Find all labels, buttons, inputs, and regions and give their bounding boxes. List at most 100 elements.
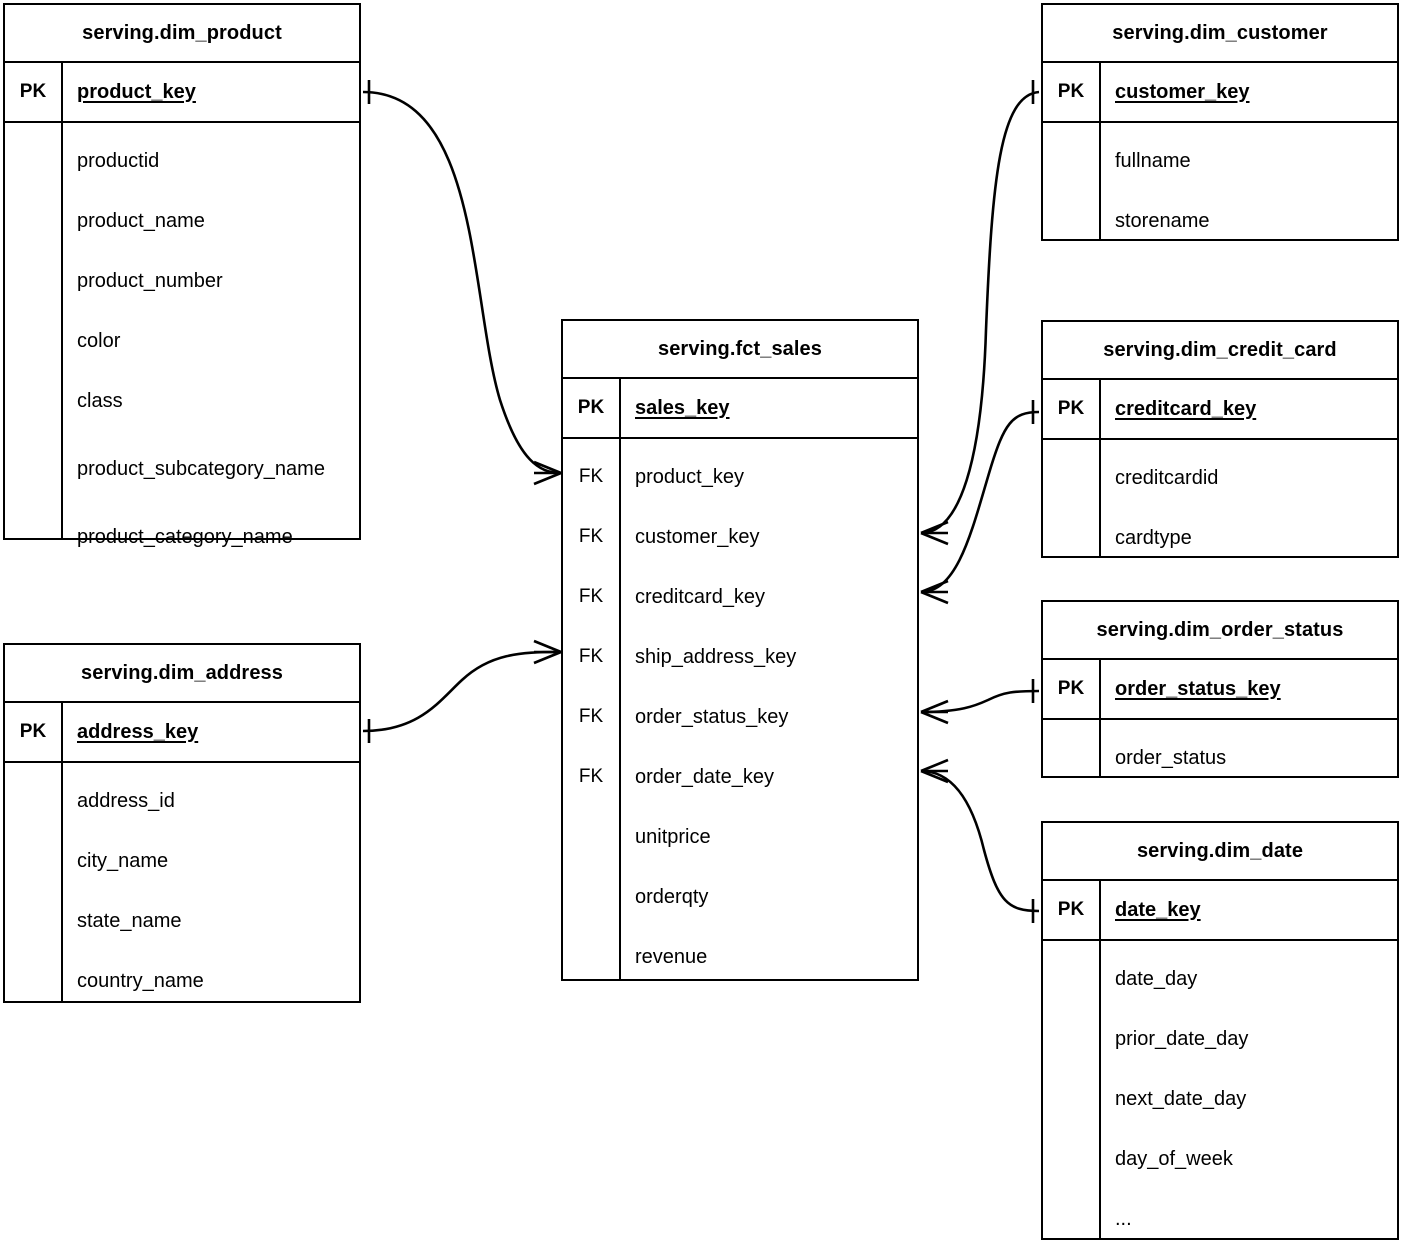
field-flag: [563, 807, 619, 867]
primary-key-row: PK order_status_key: [1043, 660, 1397, 720]
primary-key-row: PK sales_key: [563, 379, 917, 439]
field-name: prior_date_day: [1115, 1027, 1249, 1050]
entity-title: serving.dim_credit_card: [1043, 322, 1397, 380]
field-flag-column: [1043, 941, 1101, 1238]
field-name: fullname: [1115, 149, 1191, 172]
entity-dim-credit-card[interactable]: serving.dim_credit_card PK creditcard_ke…: [1041, 320, 1399, 558]
field-flag: [563, 867, 619, 927]
relationship-sales-to-date: [920, 769, 1040, 913]
relationship-product-to-sales: [362, 90, 560, 475]
cardinality-many-crowsfoot: [920, 758, 949, 784]
field-name: product_key: [635, 465, 744, 488]
field-name: ship_address_key: [635, 645, 797, 668]
field-name-column: address_id city_name state_name country_…: [63, 763, 359, 1001]
cardinality-many-crowsfoot: [533, 460, 562, 486]
primary-key-row: PK address_key: [5, 703, 359, 763]
field-flag: [5, 771, 61, 831]
field-name-column: date_day prior_date_day next_date_day da…: [1101, 941, 1397, 1238]
entity-fields: creditcardid cardtype: [1043, 440, 1397, 556]
field-name: product_category_name: [77, 525, 293, 548]
field-name-column: productid product_name product_number co…: [63, 123, 359, 548]
field-flag-column: [1043, 440, 1101, 556]
field-flag: [5, 951, 61, 1011]
field-flag: [5, 191, 61, 251]
entity-fct-sales[interactable]: serving.fct_sales PK sales_key FK FK FK …: [561, 319, 919, 981]
primary-key-row: PK product_key: [5, 63, 359, 123]
field-name: unitprice: [635, 825, 711, 848]
field-flag: [1043, 728, 1099, 788]
field-name: class: [77, 389, 123, 412]
field-name: customer_key: [635, 525, 760, 548]
field-flag-column: [1043, 720, 1101, 776]
field-flag: [5, 371, 61, 431]
field-name: order_date_key: [635, 765, 774, 788]
relationship-address-to-sales: [362, 650, 560, 733]
field-flag-column: FK FK FK FK FK FK: [563, 439, 621, 979]
field-flag: FK: [578, 766, 604, 787]
field-flag: FK: [578, 586, 604, 607]
field-name: product_subcategory_name: [77, 457, 325, 480]
field-name: order_status: [1115, 746, 1227, 769]
pk-field-name: creditcard_key: [1115, 397, 1257, 420]
entity-dim-date[interactable]: serving.dim_date PK date_key date_day pr…: [1041, 821, 1399, 1240]
primary-key-row: PK creditcard_key: [1043, 380, 1397, 440]
entity-title: serving.dim_address: [5, 645, 359, 703]
field-flag: [1043, 949, 1099, 1009]
field-flag: [5, 131, 61, 191]
field-name: product_name: [77, 209, 205, 232]
entity-title: serving.dim_date: [1043, 823, 1397, 881]
pk-field-name: sales_key: [635, 396, 730, 419]
field-flag-column: [5, 763, 63, 1001]
field-flag: [1043, 131, 1099, 191]
pk-flag: PK: [563, 379, 621, 437]
field-name: state_name: [77, 909, 182, 932]
entity-title: serving.dim_order_status: [1043, 602, 1397, 660]
pk-field-name: date_key: [1115, 898, 1201, 921]
field-flag: [1043, 1189, 1099, 1242]
entity-dim-order-status[interactable]: serving.dim_order_status PK order_status…: [1041, 600, 1399, 778]
field-name: productid: [77, 149, 160, 172]
entity-fields: fullname storename: [1043, 123, 1397, 239]
entity-fields: date_day prior_date_day next_date_day da…: [1043, 941, 1397, 1238]
pk-flag: PK: [1043, 881, 1101, 939]
pk-flag: PK: [1043, 63, 1101, 121]
entity-fields: address_id city_name state_name country_…: [5, 763, 359, 1001]
field-name-column: order_status: [1101, 720, 1397, 776]
field-name: product_number: [77, 269, 223, 292]
relationship-sales-to-order-status: [920, 689, 1040, 714]
relationship-sales-to-credit-card: [920, 410, 1040, 594]
pk-flag: PK: [5, 703, 63, 761]
pk-flag: PK: [1043, 380, 1101, 438]
field-flag: [1043, 1009, 1099, 1069]
entity-title: serving.fct_sales: [563, 321, 917, 379]
field-flag: [1043, 448, 1099, 508]
entity-dim-customer[interactable]: serving.dim_customer PK customer_key ful…: [1041, 3, 1399, 241]
entity-fields: FK FK FK FK FK FK product_key customer_k…: [563, 439, 917, 979]
cardinality-many-crowsfoot: [920, 520, 949, 546]
field-name-column: product_key customer_key creditcard_key …: [621, 439, 917, 979]
field-flag: [5, 491, 61, 551]
entity-title: serving.dim_customer: [1043, 5, 1397, 63]
field-flag: FK: [578, 706, 604, 727]
primary-key-row: PK customer_key: [1043, 63, 1397, 123]
primary-key-row: PK date_key: [1043, 881, 1397, 941]
pk-flag: PK: [5, 63, 63, 121]
entity-dim-product[interactable]: serving.dim_product PK product_key produ…: [3, 3, 361, 548]
field-name: address_id: [77, 789, 175, 812]
entity-dim-address[interactable]: serving.dim_address PK address_key addre…: [3, 643, 361, 1003]
field-flag: FK: [578, 466, 604, 487]
field-name-column: fullname storename: [1101, 123, 1397, 239]
field-name: color: [77, 329, 121, 352]
field-flag: [5, 251, 61, 311]
field-flag: [1043, 1129, 1099, 1189]
pk-field-name: order_status_key: [1115, 677, 1281, 700]
field-flag: [5, 891, 61, 951]
field-flag-column: [5, 123, 63, 538]
field-flag: [563, 927, 619, 987]
field-flag: [1043, 1069, 1099, 1129]
field-name: creditcard_key: [635, 585, 766, 608]
cardinality-many-crowsfoot: [533, 639, 562, 665]
field-name: revenue: [635, 945, 708, 968]
field-name: day_of_week: [1115, 1147, 1233, 1170]
field-name-column: creditcardid cardtype: [1101, 440, 1397, 556]
